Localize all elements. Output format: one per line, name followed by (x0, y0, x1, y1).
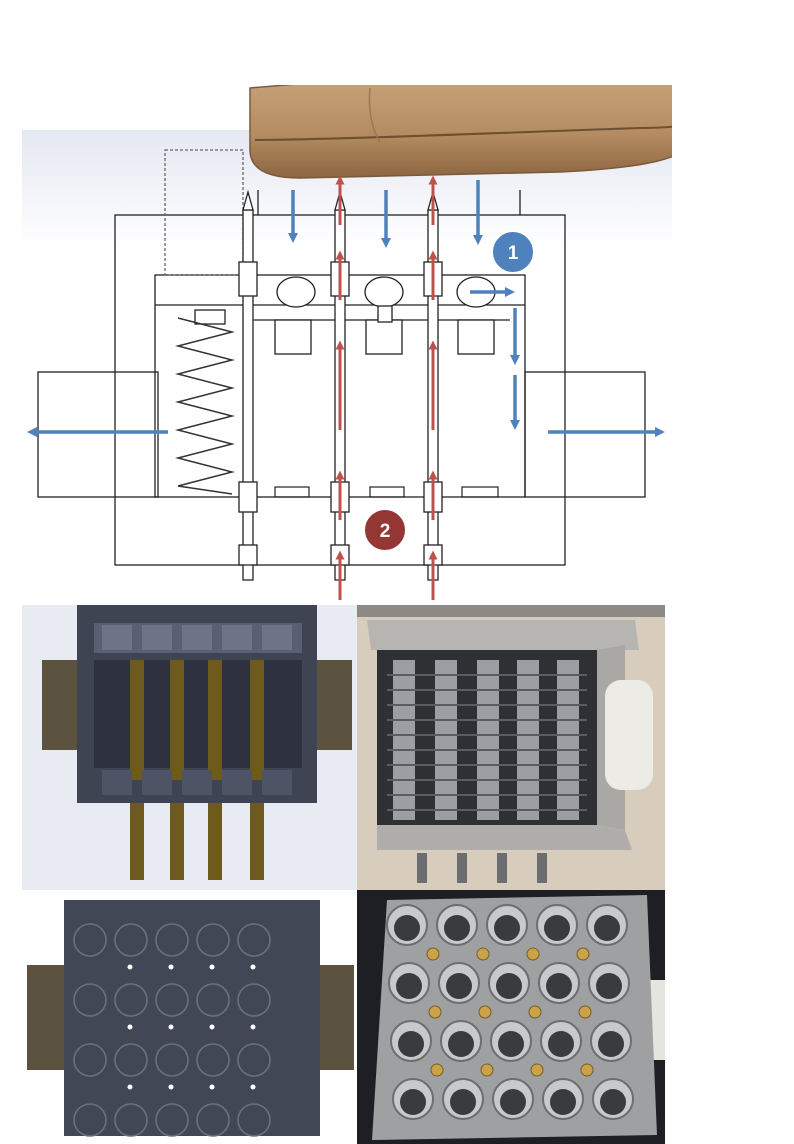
photo-tube (586, 904, 628, 946)
photo-tube (538, 962, 580, 1004)
photo-tube (590, 1020, 632, 1062)
photo-side-panel (357, 605, 665, 890)
cad-bore (196, 1103, 230, 1137)
marker-1: 1 (491, 230, 535, 274)
shoe-sole (249, 85, 672, 179)
cad-section-panel (22, 605, 357, 890)
cad-bore (155, 983, 189, 1017)
marker-2: 2 (363, 508, 407, 552)
cad-bore (155, 1103, 189, 1137)
photo-side-svg (357, 605, 665, 890)
cad-pin (250, 1084, 256, 1090)
photo-tube (486, 904, 528, 946)
photo-brass-nozzle (476, 947, 490, 961)
photo-brass-nozzle (478, 1005, 492, 1019)
cad-pin (127, 1024, 133, 1030)
cad-top-panel (22, 890, 357, 1144)
photo-brass-nozzle (576, 947, 590, 961)
marker-2-label: 2 (380, 521, 391, 542)
photo-brass-nozzle (528, 1005, 542, 1019)
photo-brass-nozzle (530, 1063, 544, 1077)
photo-brass-nozzle (580, 1063, 594, 1077)
photo-tube (386, 904, 428, 946)
cad-bore (73, 1043, 107, 1077)
cad-bore (114, 923, 148, 957)
photo-tube (492, 1078, 534, 1120)
photo-tube (536, 904, 578, 946)
photo-tube (392, 1078, 434, 1120)
cad-pin (250, 964, 256, 970)
photo-brass-nozzle (578, 1005, 592, 1019)
photo-tube (540, 1020, 582, 1062)
photo-tube (442, 1078, 484, 1120)
cad-bore (155, 1043, 189, 1077)
photo-tube (438, 962, 480, 1004)
cad-bore (196, 923, 230, 957)
photo-brass-nozzle (430, 1063, 444, 1077)
photo-brass-nozzle (428, 1005, 442, 1019)
cad-pin (168, 1084, 174, 1090)
photo-brass-nozzle (526, 947, 540, 961)
cad-bore (237, 1043, 271, 1077)
photo-tube (388, 962, 430, 1004)
photo-top-panel (357, 890, 665, 1144)
exhaust-flow-arrows (27, 180, 665, 437)
spring (175, 317, 235, 495)
cad-bore (196, 1043, 230, 1077)
bottom-slots (274, 486, 499, 498)
photo-tube (542, 1078, 584, 1120)
cad-bore (73, 983, 107, 1017)
photo-tube (390, 1020, 432, 1062)
photo-tube (490, 1020, 532, 1062)
photo-tube (588, 962, 630, 1004)
schematic-background (22, 130, 672, 605)
cad-bore (73, 923, 107, 957)
cad-section-svg (42, 605, 352, 880)
marker-1-label: 1 (508, 243, 519, 264)
cad-pin (209, 964, 215, 970)
cad-bore (114, 983, 148, 1017)
cad-bore (73, 1103, 107, 1137)
cad-bore (237, 923, 271, 957)
photo-tube (436, 904, 478, 946)
cad-pin (209, 1084, 215, 1090)
schematic-panel: 1 2 (22, 85, 672, 605)
photo-brass-nozzle (480, 1063, 494, 1077)
cad-bore (196, 983, 230, 1017)
cad-pin (209, 1024, 215, 1030)
cad-bore (237, 983, 271, 1017)
valve-balls (194, 276, 496, 355)
photo-top-svg (357, 890, 665, 1144)
photo-brass-nozzle (426, 947, 440, 961)
photo-tube (440, 1020, 482, 1062)
photo-tube (488, 962, 530, 1004)
cad-bore (237, 1103, 271, 1137)
cad-pin (168, 1024, 174, 1030)
cad-pin (168, 964, 174, 970)
cad-pin (127, 1084, 133, 1090)
cad-bore (114, 1043, 148, 1077)
supply-flow-arrows (335, 175, 438, 600)
cad-pin (250, 1024, 256, 1030)
cad-top-svg (27, 900, 354, 1137)
photo-tube (592, 1078, 634, 1120)
schematic-svg: 1 2 (22, 85, 672, 605)
cad-bore (114, 1103, 148, 1137)
cad-bore (155, 923, 189, 957)
cad-pin (127, 964, 133, 970)
